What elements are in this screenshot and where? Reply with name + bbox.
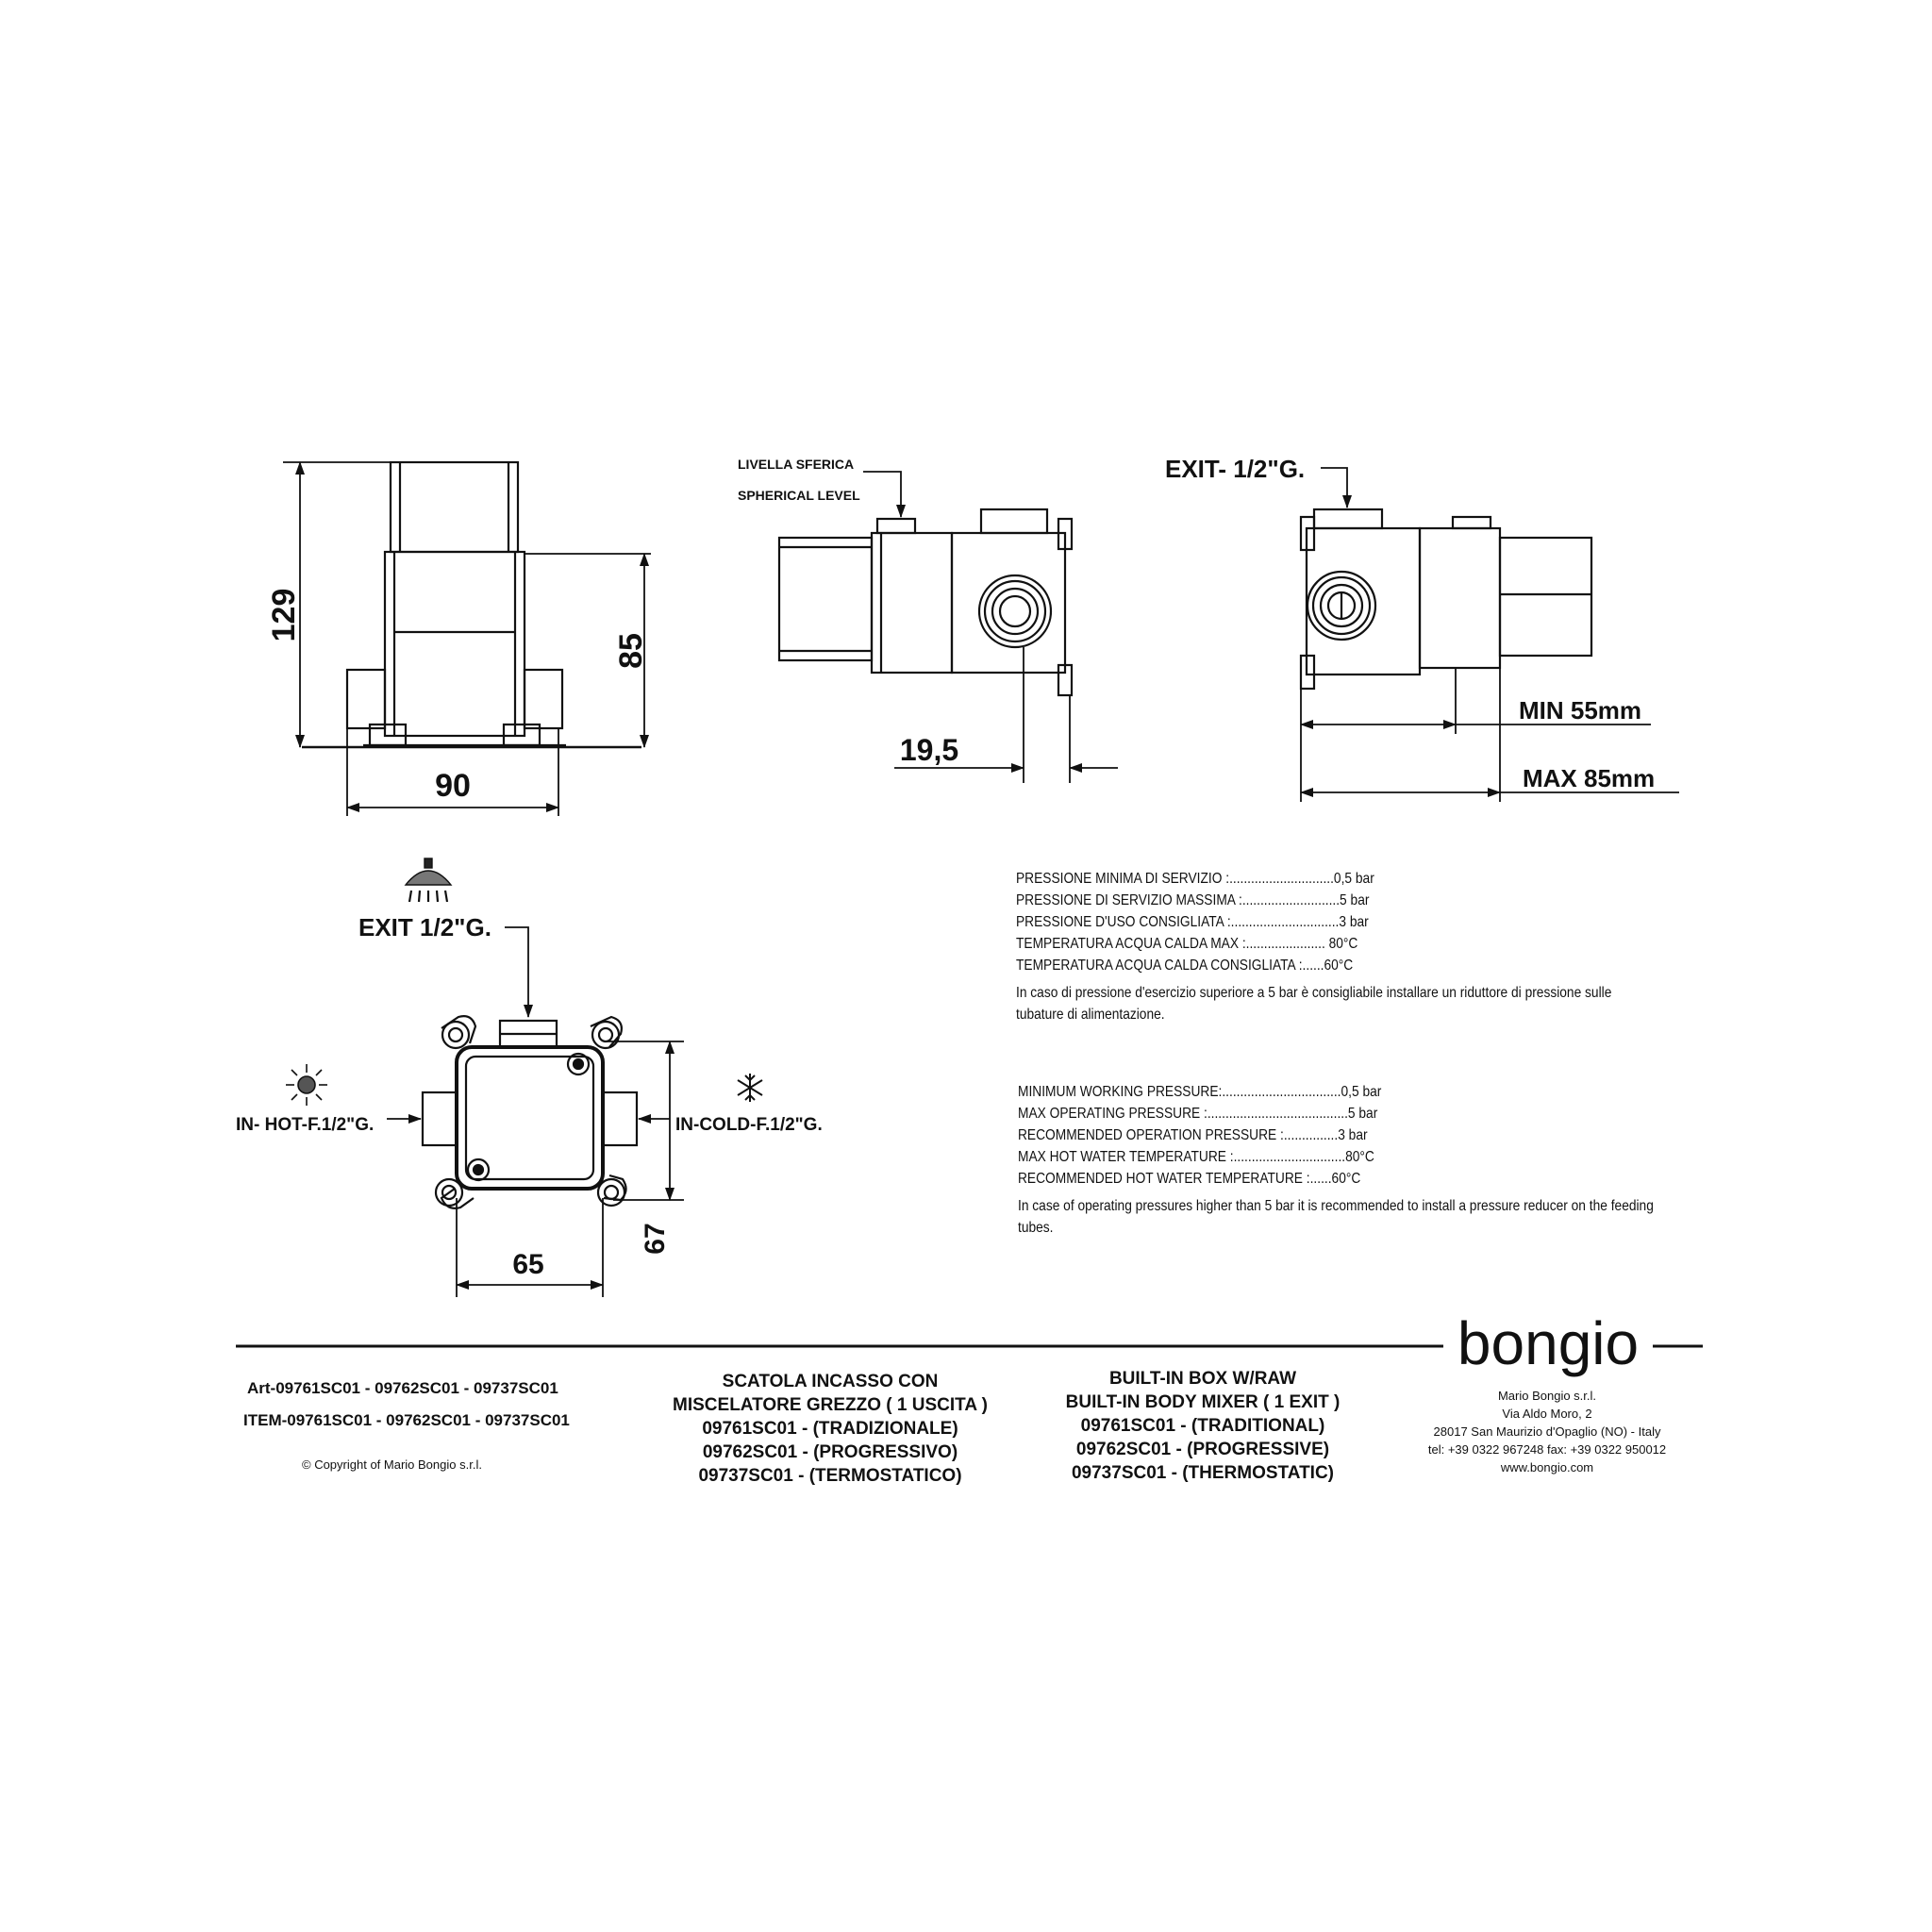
sun-icon	[286, 1064, 327, 1106]
title-line: 09761SC01 - (TRADIZIONALE)	[702, 1419, 958, 1439]
label-in-cold: IN-COLD-F.1/2"G.	[675, 1115, 823, 1135]
contact-line: Via Aldo Moro, 2	[1502, 1407, 1592, 1421]
title-line: BUILT-IN BOX W/RAW	[1108, 1369, 1297, 1389]
spec-row: PRESSIONE DI SERVIZIO MASSIMA :.........…	[1016, 892, 1370, 908]
spec-note: In case of operating pressures higher th…	[1018, 1198, 1654, 1236]
contact-line: 28017 San Maurizio d'Opaglio (NO) - Ital…	[1433, 1424, 1661, 1439]
contact-line: tel: +39 0322 967248 fax: +39 0322 95001…	[1427, 1442, 1667, 1457]
dim-depth-min: MIN 55mm	[1519, 696, 1641, 724]
item-codes: ITEM-09761SC01 - 09762SC01 - 09737SC01	[243, 1411, 570, 1429]
depth-view	[1299, 508, 1593, 691]
specs-english: MINIMUM WORKING PRESSURE:...............…	[1018, 1081, 1773, 1239]
spec-note: In caso di pressione d'esercizio superio…	[1016, 985, 1612, 1023]
spec-row: MAX HOT WATER TEMPERATURE :.............…	[1018, 1149, 1374, 1165]
title-line: MISCELATORE GREZZO ( 1 USCITA )	[673, 1395, 988, 1415]
front-view-dimensions	[283, 461, 651, 816]
dim-height-total: 129	[266, 589, 302, 642]
title-italian: SCATOLA INCASSO CON MISCELATORE GREZZO (…	[641, 1370, 1019, 1488]
label-exit-side: EXIT- 1/2"G.	[1165, 455, 1305, 483]
dim-depth-max: MAX 85mm	[1523, 764, 1655, 792]
specs-italian: PRESSIONE MINIMA DI SERVIZIO :..........…	[1016, 868, 1752, 1025]
dim-width-front: 90	[435, 768, 471, 804]
title-line: 09762SC01 - (PROGRESSIVE)	[1075, 1440, 1330, 1459]
spec-row: PRESSIONE D'USO CONSIGLIATA :...........…	[1016, 914, 1369, 930]
snowflake-icon	[737, 1074, 763, 1102]
article-codes: Art-09761SC01 - 09762SC01 - 09737SC01	[247, 1379, 558, 1397]
title-line: 09761SC01 - (TRADITIONAL)	[1080, 1416, 1325, 1436]
title-line: 09762SC01 - (PROGRESSIVO)	[702, 1442, 958, 1462]
label-spherical-level-en: SPHERICAL LEVEL	[738, 488, 860, 503]
dim-width-top: 65	[512, 1249, 543, 1280]
label-in-hot: IN- HOT-F.1/2"G.	[236, 1115, 374, 1135]
title-line: 09737SC01 - (THERMOSTATIC)	[1071, 1463, 1334, 1483]
website-link[interactable]: www.bongio.com	[1500, 1460, 1594, 1474]
spec-row: TEMPERATURA ACQUA CALDA CONSIGLIATA :...…	[1016, 958, 1354, 974]
copyright-note: © Copyright of Mario Bongio s.r.l.	[302, 1457, 482, 1472]
top-view-dimensions	[387, 926, 684, 1297]
title-english: BUILT-IN BOX W/RAW BUILT-IN BODY MIXER (…	[1014, 1367, 1391, 1485]
spec-row: MINIMUM WORKING PRESSURE:...............…	[1018, 1084, 1382, 1100]
front-view	[302, 460, 641, 749]
label-exit-top: EXIT 1/2"G.	[358, 913, 491, 941]
spec-row: TEMPERATURA ACQUA CALDA MAX :...........…	[1016, 936, 1358, 952]
top-view	[421, 1015, 639, 1209]
brand-logo: bongio	[1457, 1309, 1639, 1377]
spec-row: PRESSIONE MINIMA DI SERVIZIO :..........…	[1016, 871, 1374, 887]
spec-row: MAX OPERATING PRESSURE :................…	[1018, 1106, 1378, 1122]
depth-view-dimensions	[1300, 467, 1679, 802]
spec-row: RECOMMENDED OPERATION PRESSURE :........…	[1018, 1127, 1368, 1143]
title-line: BUILT-IN BODY MIXER ( 1 EXIT )	[1065, 1392, 1341, 1412]
dim-offset-side: 19,5	[900, 733, 958, 767]
spec-row: RECOMMENDED HOT WATER TEMPERATURE :.....…	[1018, 1171, 1361, 1187]
title-line: 09737SC01 - (TERMOSTATICO)	[698, 1466, 962, 1486]
shower-icon	[404, 858, 453, 903]
dim-height-body: 85	[613, 633, 649, 669]
side-view-dimensions	[863, 471, 1118, 783]
label-spherical-level-it: LIVELLA SFERICA	[738, 457, 854, 472]
contact-line: Mario Bongio s.r.l.	[1497, 1389, 1597, 1403]
dim-height-top: 67	[640, 1223, 671, 1254]
company-contact: Mario Bongio s.r.l. Via Aldo Moro, 2 280…	[1387, 1387, 1707, 1476]
side-view	[777, 508, 1074, 697]
title-line: SCATOLA INCASSO CON	[722, 1372, 939, 1391]
